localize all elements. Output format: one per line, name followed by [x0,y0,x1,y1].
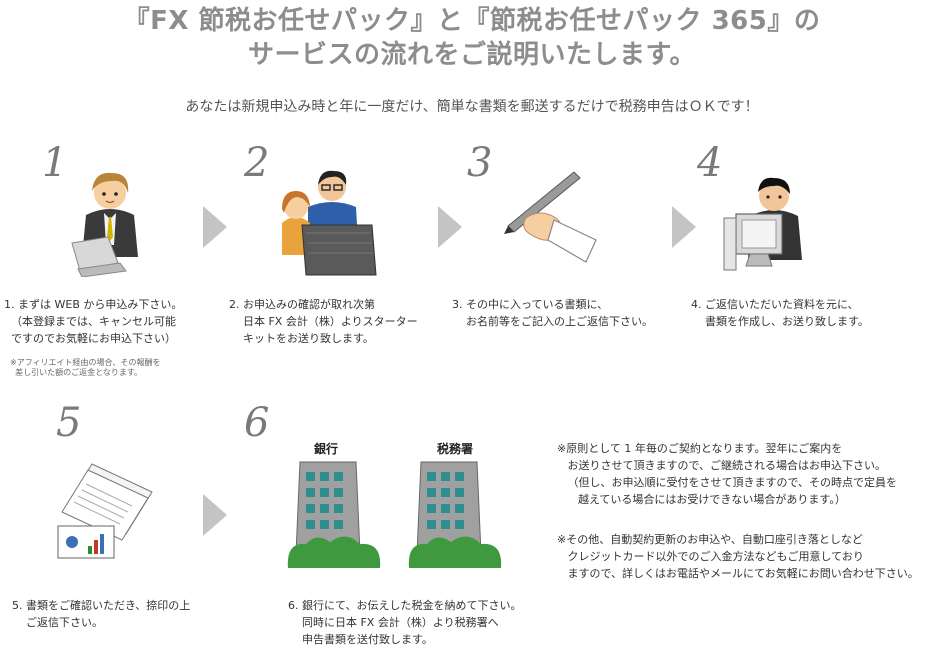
bank-building-icon [287,461,381,568]
step-2-description: 2. お申込みの確認が取れ次第 日本 FX 会計（株）よりスターター キットをお… [229,298,418,345]
step-1-number: 1 [42,140,68,186]
arrow-right-icon [203,206,227,248]
step-3-description: 3. その中に入っている書類に、 お名前等をご記入の上ご返信下さい。 [452,298,653,328]
tax-office-building-icon [408,461,502,568]
page-title-line1: 『FX 節税お任せパック』と『節税お任せパック 365』の [123,6,821,36]
documents-icon [57,463,153,559]
two-people-box-icon [282,170,377,276]
step-1-description: 1. まずは WEB から申込み下さい。 （本登録までは、キャンセル可能 ですの… [4,298,183,345]
tax-office-label: 税務署 [437,442,474,456]
step-4-number: 4 [697,140,723,186]
payment-note: ※その他、自動契約更新のお申込や、自動口座引き落としなど クレジットカード以外で… [557,533,919,580]
person-laptop-icon [71,172,138,277]
bank-label: 銀行 [314,442,339,456]
page-subtitle: あなたは新規申込み時と年に一度だけ、簡単な書類を郵送するだけで税務申告はＯＫです… [185,99,759,115]
page-title-line2: サービスの流れをご説明いたします。 [248,40,696,70]
step-5-number: 5 [56,400,82,446]
step-5-description: 5. 書類をご確認いただき、捺印の上 ご返信下さい。 [12,599,191,629]
step-4-description: 4. ご返信いただいた資料を元に、 書類を作成し、お送り致します。 [691,298,869,328]
step-3-number: 3 [467,140,493,186]
arrow-right-icon [203,494,227,536]
step-2-number: 2 [244,140,270,186]
hand-pen-icon [504,171,597,263]
step-1-note: ※アフィリエイト経由の場合、その報酬を 差し引いた額のご返金となります。 [10,358,161,377]
step-6-number: 6 [244,400,270,446]
arrow-right-icon [672,206,696,248]
step-6-description: 6. 銀行にて、お伝えした税金を納めて下さい。 同時に日本 FX 会計（株）より… [288,599,522,646]
arrow-right-icon [438,206,462,248]
person-computer-icon [723,177,802,271]
contract-note: ※原則として 1 年毎のご契約となります。翌年にご案内を お送りさせて頂きますの… [557,442,898,506]
